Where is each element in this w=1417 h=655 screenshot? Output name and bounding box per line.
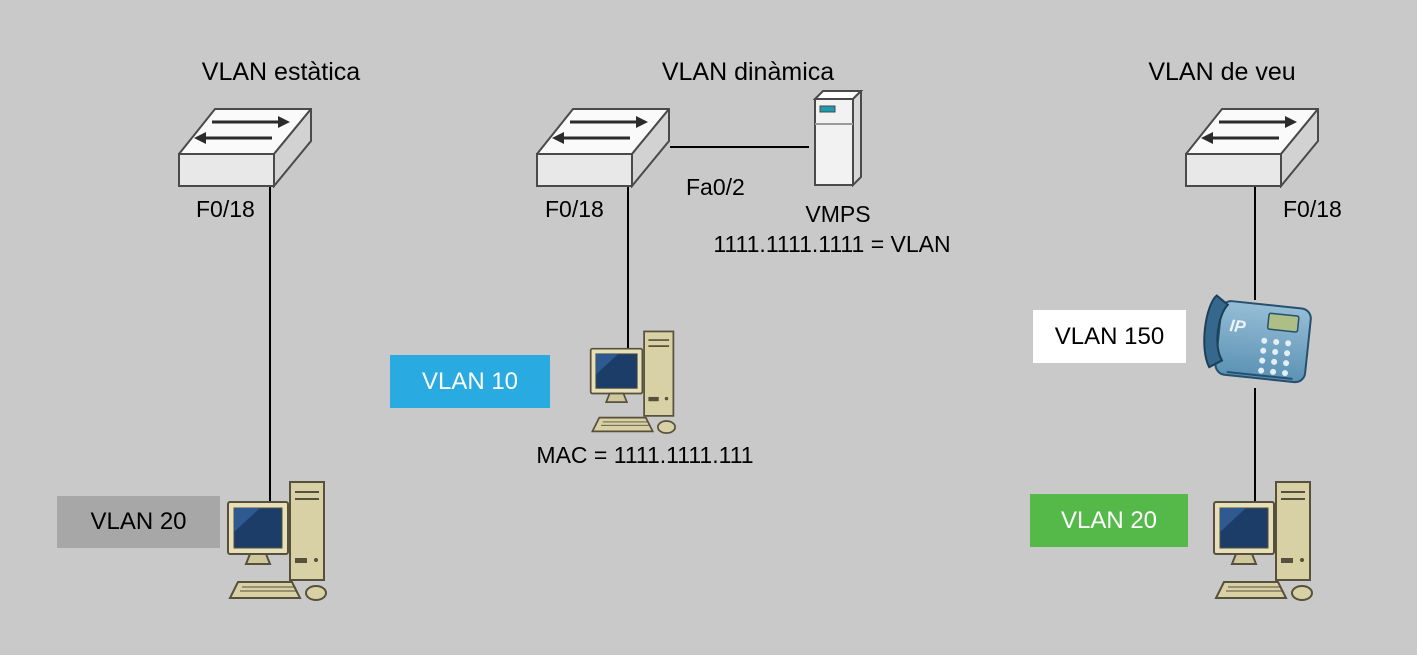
voice-vlan-title: VLAN de veu bbox=[1148, 58, 1296, 86]
server-name-label: VMPS bbox=[805, 201, 871, 227]
phone-ip-label: IP bbox=[1229, 316, 1248, 337]
switch-icon bbox=[178, 108, 312, 188]
dynamic-port-label: F0/18 bbox=[545, 196, 604, 222]
dynamic-server-link-line bbox=[670, 146, 809, 148]
server-mapping-label: 1111.1111.1111 = VLAN bbox=[713, 231, 951, 257]
pc-icon bbox=[589, 330, 676, 434]
voice-phone-vlan-badge: VLAN 150 bbox=[1033, 310, 1186, 363]
switch-icon bbox=[536, 108, 670, 188]
dynamic-pc-vlan-badge: VLAN 10 bbox=[390, 355, 550, 408]
dynamic-vlan-title: VLAN dinàmica bbox=[661, 58, 835, 86]
static-vlan-title: VLAN estàtica bbox=[201, 58, 361, 86]
ip-phone-icon: IP bbox=[1203, 294, 1312, 384]
voice-port-label: F0/18 bbox=[1283, 196, 1342, 222]
static-pc-vlan-badge: VLAN 20 bbox=[57, 496, 220, 548]
voice-pc-vlan-badge: VLAN 20 bbox=[1030, 494, 1188, 547]
dynamic-server-port-label: Fa0/2 bbox=[686, 174, 745, 200]
voice-switch-phone-line bbox=[1254, 186, 1256, 300]
switch-icon bbox=[1185, 108, 1319, 188]
static-link-line bbox=[269, 186, 271, 508]
static-port-label: F0/18 bbox=[196, 196, 255, 222]
pc-icon bbox=[1213, 481, 1313, 601]
pc-icon bbox=[227, 481, 327, 601]
dynamic-link-line bbox=[627, 186, 629, 350]
voice-phone-pc-line bbox=[1254, 388, 1256, 508]
mac-address-label: MAC = 1111.1111.111 bbox=[536, 442, 754, 468]
server-icon bbox=[812, 90, 864, 188]
